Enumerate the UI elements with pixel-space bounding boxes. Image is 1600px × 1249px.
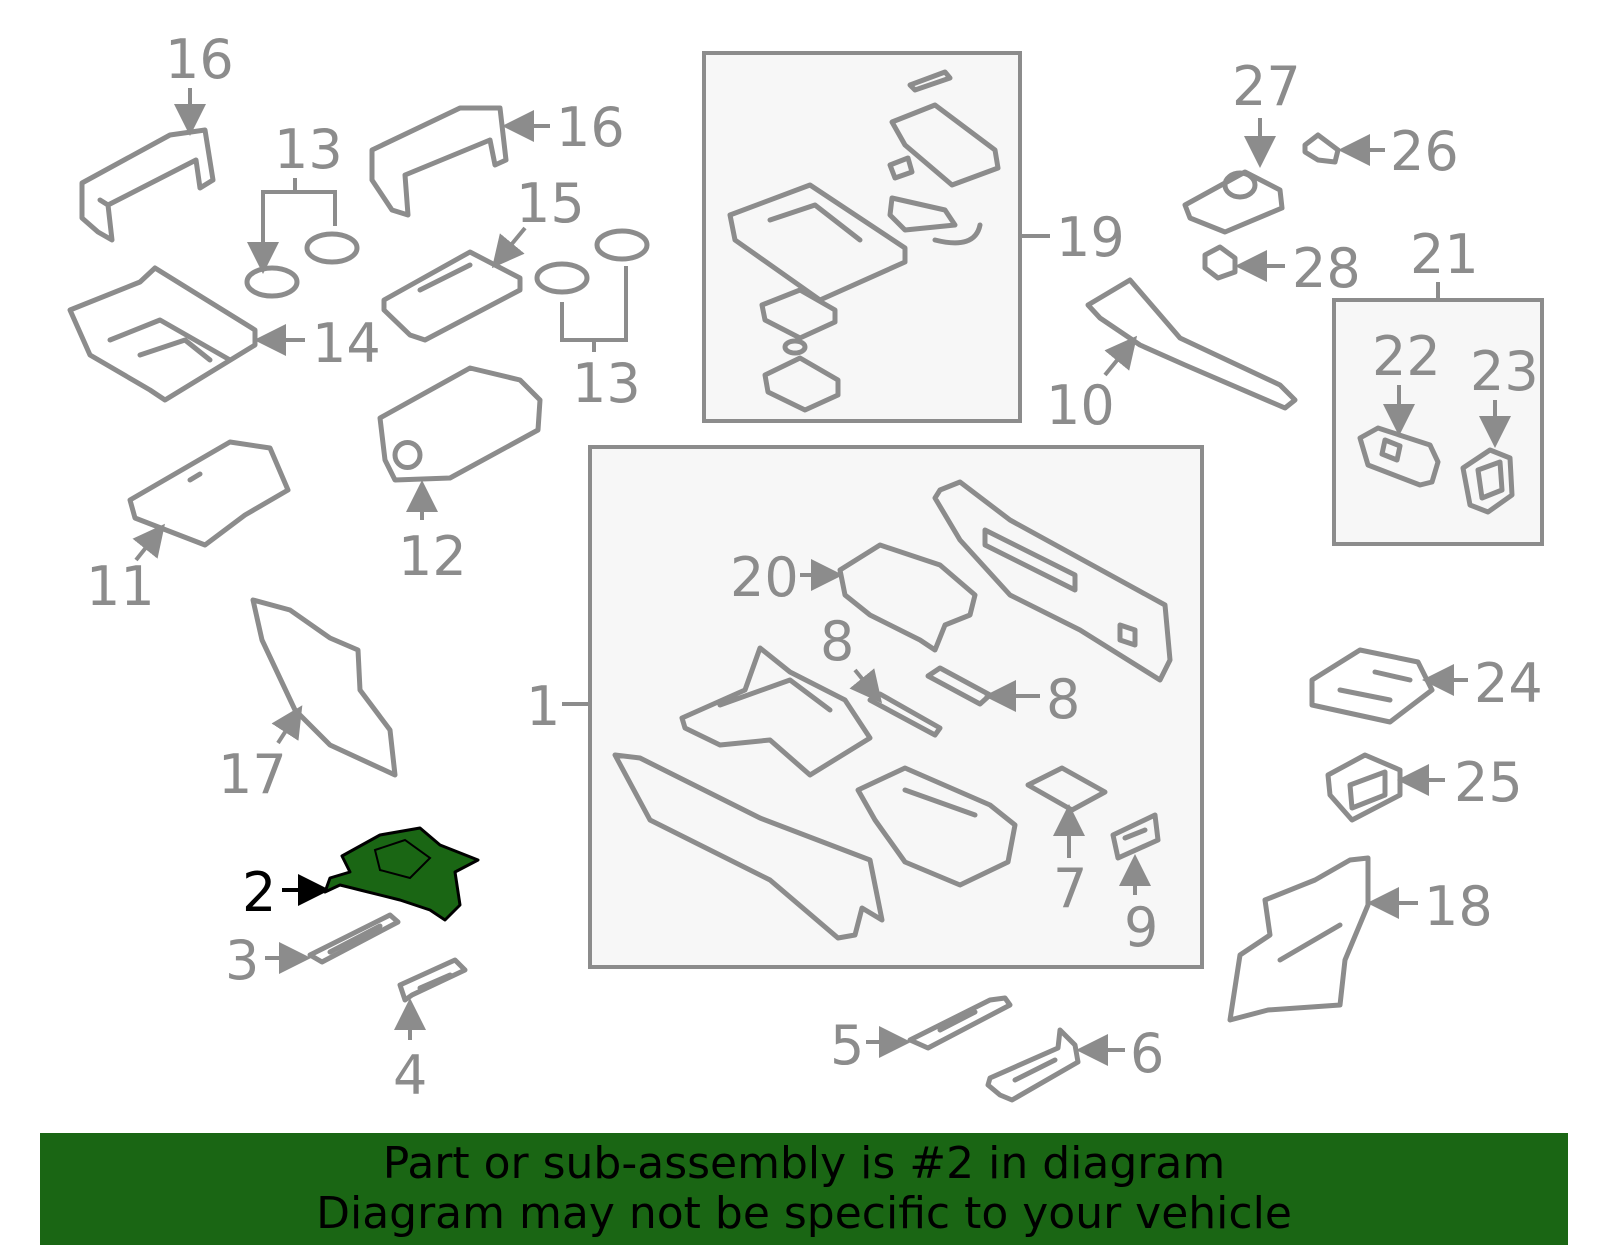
callout-6: 6 <box>1130 1022 1164 1085</box>
part-13-left[interactable]: 13 <box>244 118 360 299</box>
part-18[interactable]: 18 <box>1227 855 1493 1023</box>
callout-14: 14 <box>312 312 381 375</box>
banner-line-2: Diagram may not be specific to your vehi… <box>316 1188 1292 1239</box>
callout-2: 2 <box>242 861 276 924</box>
part-17[interactable]: 17 <box>218 597 398 806</box>
part-3[interactable]: 3 <box>225 912 401 992</box>
part-5[interactable]: 5 <box>830 995 1013 1077</box>
part-28[interactable]: 28 <box>1202 237 1361 300</box>
callout-5: 5 <box>830 1014 864 1077</box>
callout-21: 21 <box>1410 223 1479 286</box>
callout-17: 17 <box>218 743 287 806</box>
callout-22: 22 <box>1372 325 1441 388</box>
part-2-highlighted[interactable]: 2 <box>242 826 480 924</box>
callout-15: 15 <box>516 172 585 235</box>
callout-13-left: 13 <box>274 118 343 181</box>
part-19-assembly[interactable]: 19 <box>727 69 1125 413</box>
part-10[interactable]: 10 <box>1046 277 1298 437</box>
part-27[interactable]: 27 <box>1182 55 1301 235</box>
part-12[interactable]: 12 <box>377 365 543 588</box>
callout-3: 3 <box>225 929 259 992</box>
info-banner: Part or sub-assembly is #2 in diagram Di… <box>40 1133 1568 1245</box>
callout-10: 10 <box>1046 374 1115 437</box>
callout-16-right: 16 <box>556 96 625 159</box>
part-25[interactable]: 25 <box>1325 751 1523 823</box>
callout-8-b: 8 <box>1046 668 1080 731</box>
part-16-right[interactable]: 16 <box>369 96 625 218</box>
group-box-19 <box>702 51 1022 423</box>
group-box-1 <box>588 445 1204 969</box>
callout-27: 27 <box>1232 55 1301 118</box>
part-6[interactable]: 6 <box>985 1022 1164 1103</box>
part-16-left[interactable]: 16 <box>79 28 234 243</box>
callout-1: 1 <box>526 675 560 738</box>
part-15[interactable]: 15 <box>381 172 585 343</box>
part-4[interactable]: 4 <box>393 957 468 1107</box>
callout-7: 7 <box>1053 857 1087 920</box>
callout-25: 25 <box>1454 751 1523 814</box>
callout-26: 26 <box>1390 120 1459 183</box>
part-21-assembly[interactable]: 21 22 23 <box>1357 223 1539 515</box>
callout-11: 11 <box>86 555 155 618</box>
callout-9: 9 <box>1124 896 1158 959</box>
callout-16-left: 16 <box>165 28 234 91</box>
callout-28: 28 <box>1292 237 1361 300</box>
part-11[interactable]: 11 <box>86 439 291 618</box>
callout-23: 23 <box>1470 340 1539 403</box>
part-13-right[interactable]: 13 <box>534 228 650 415</box>
part-1-assembly[interactable]: 1 20 8 8 7 9 <box>526 479 1173 959</box>
part-14[interactable]: 14 <box>67 265 381 403</box>
callout-24: 24 <box>1474 652 1543 715</box>
callout-20: 20 <box>730 546 799 609</box>
callout-13-right: 13 <box>572 352 641 415</box>
callout-19: 19 <box>1056 206 1125 269</box>
callout-12: 12 <box>398 525 467 588</box>
banner-line-1: Part or sub-assembly is #2 in diagram <box>382 1138 1226 1189</box>
callout-8-a: 8 <box>820 610 854 673</box>
part-24[interactable]: 24 <box>1309 647 1543 725</box>
callout-4: 4 <box>393 1044 427 1107</box>
callout-18: 18 <box>1424 875 1493 938</box>
part-26[interactable]: 26 <box>1302 120 1459 183</box>
